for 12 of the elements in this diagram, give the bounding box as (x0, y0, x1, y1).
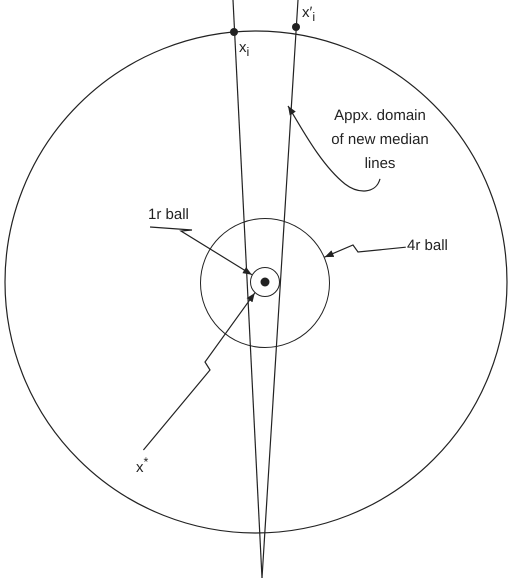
point-label: x$_{i}$ (239, 39, 250, 61)
point-label: x′$_{i}$ (302, 4, 316, 26)
leader-line (287, 106, 381, 192)
leader-line (150, 226, 252, 276)
callout-label: x$^{*}$ (136, 454, 148, 478)
callout-text: Appx. domain of new median lines (330, 106, 430, 174)
leader-line (324, 244, 406, 258)
leader-line (142, 292, 256, 450)
ball-circle (200, 218, 330, 348)
callout-label: 1r ball (148, 205, 189, 225)
callout-label: 4r ball (407, 236, 448, 256)
ball-circle (250, 267, 280, 297)
